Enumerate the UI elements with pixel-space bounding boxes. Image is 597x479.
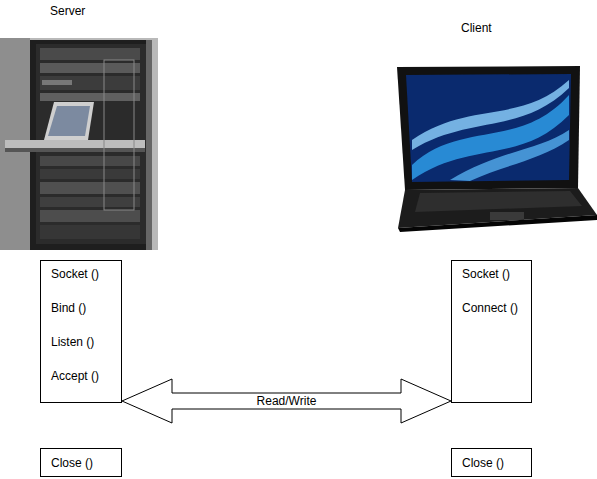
function-call: Connect () xyxy=(462,301,527,315)
function-call: Socket () xyxy=(462,267,527,281)
edge-label: Read/Write xyxy=(257,394,317,408)
server-rack-photo xyxy=(0,38,158,250)
function-call: Listen () xyxy=(51,335,117,349)
function-call: Bind () xyxy=(51,301,117,315)
machine-label: Server xyxy=(50,4,85,18)
double-block-arrow xyxy=(122,379,451,423)
function-call: Close () xyxy=(51,456,117,470)
function-box: Close () xyxy=(40,448,122,477)
function-box: Socket () Bind () Listen () Accept () xyxy=(40,260,122,403)
function-call: Socket () xyxy=(51,267,117,281)
laptop-photo xyxy=(397,66,597,232)
function-box: Socket () Connect () xyxy=(451,260,532,403)
function-box: Close () xyxy=(451,448,532,477)
machine-label: Client xyxy=(461,21,492,35)
function-call: Close () xyxy=(462,456,527,470)
function-call: Accept () xyxy=(51,369,117,383)
